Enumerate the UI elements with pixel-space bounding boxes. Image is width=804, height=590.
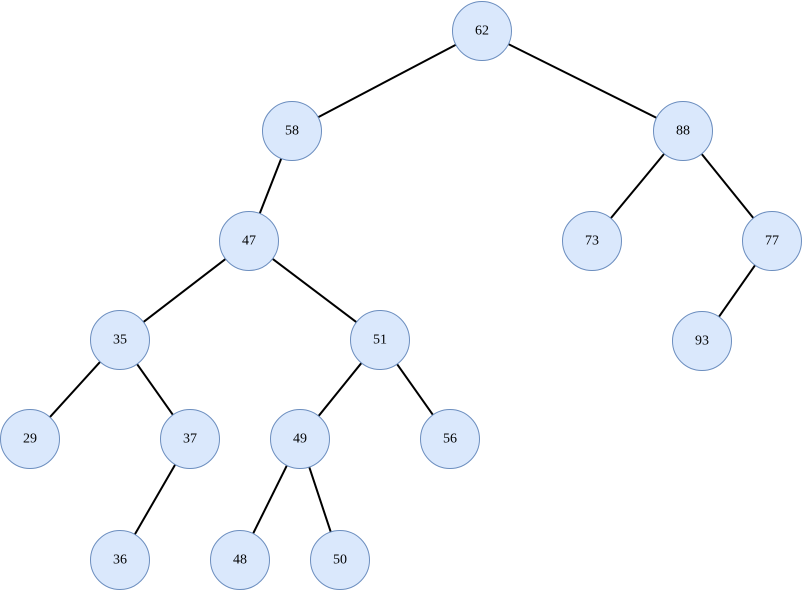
node-circle — [90, 310, 150, 370]
tree-node-37: 37 — [160, 409, 220, 469]
tree-node-47: 47 — [219, 211, 279, 271]
tree-node-77: 77 — [742, 211, 802, 271]
edge-62-88 — [507, 43, 658, 119]
tree-node-50: 50 — [310, 530, 370, 590]
node-label: 58 — [285, 124, 299, 139]
node-label: 50 — [333, 553, 347, 568]
node-circle — [742, 211, 802, 271]
tree-node-51: 51 — [350, 310, 410, 370]
tree-node-35: 35 — [90, 310, 150, 370]
tree-node-88: 88 — [653, 101, 713, 161]
edge-37-36 — [133, 464, 177, 535]
edge-49-48 — [252, 464, 288, 535]
edge-35-37 — [136, 363, 174, 416]
node-label: 77 — [765, 234, 779, 249]
node-label: 73 — [585, 234, 599, 249]
node-circle — [160, 409, 220, 469]
edge-88-77 — [700, 153, 755, 219]
edge-51-56 — [396, 363, 434, 416]
tree-node-36: 36 — [90, 530, 150, 590]
node-label: 29 — [23, 432, 37, 447]
edge-47-51 — [271, 257, 358, 324]
edge-47-35 — [142, 258, 227, 323]
node-label: 56 — [443, 432, 457, 447]
node-label: 93 — [695, 334, 709, 349]
edge-88-73 — [610, 153, 665, 219]
node-label: 36 — [113, 553, 127, 568]
node-circle — [262, 101, 322, 161]
edge-58-47 — [258, 158, 283, 214]
edge-51-49 — [317, 362, 363, 417]
node-circle — [219, 211, 279, 271]
tree-edges — [49, 43, 756, 535]
node-label: 48 — [233, 553, 247, 568]
node-label: 49 — [293, 432, 307, 447]
tree-node-48: 48 — [210, 530, 270, 590]
edge-49-50 — [308, 466, 332, 533]
node-circle — [270, 409, 330, 469]
node-label: 88 — [676, 124, 690, 139]
tree-node-58: 58 — [262, 101, 322, 161]
tree-node-73: 73 — [562, 211, 622, 271]
node-label: 47 — [242, 234, 256, 249]
edge-62-58 — [317, 43, 457, 119]
node-circle — [350, 310, 410, 370]
node-circle — [452, 1, 512, 61]
tree-node-56: 56 — [420, 409, 480, 469]
edge-35-29 — [49, 361, 101, 418]
node-circle — [420, 409, 480, 469]
edge-77-93 — [718, 264, 756, 318]
node-label: 37 — [183, 432, 197, 447]
tree-node-29: 29 — [0, 409, 60, 469]
node-label: 51 — [373, 333, 387, 348]
node-label: 35 — [113, 333, 127, 348]
node-label: 62 — [475, 24, 489, 39]
node-circle — [653, 101, 713, 161]
node-circle — [672, 311, 732, 371]
node-circle — [562, 211, 622, 271]
node-circle — [0, 409, 60, 469]
tree-node-49: 49 — [270, 409, 330, 469]
tree-node-62: 62 — [452, 1, 512, 61]
tree-node-93: 93 — [672, 311, 732, 371]
